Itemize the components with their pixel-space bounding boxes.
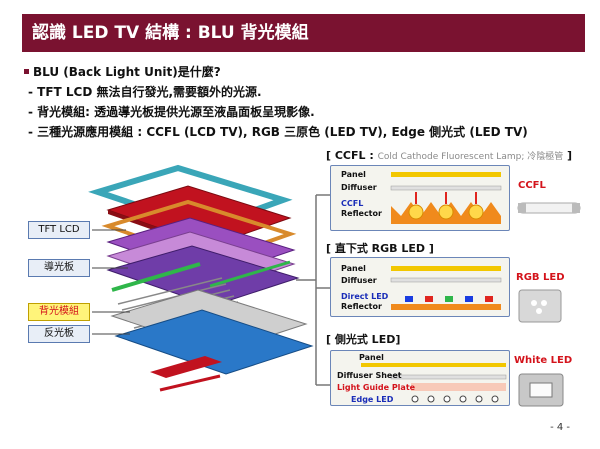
ccfl-header-end: ]	[563, 149, 573, 162]
rgb-led-green	[445, 296, 453, 302]
label-backlight-module: 背光模組	[28, 303, 90, 321]
ccfl-side-label: CCFL	[518, 180, 546, 191]
rgb-reflector-bar	[391, 304, 501, 310]
label-light-guide: 導光板	[28, 259, 90, 277]
ccfl-header: [ CCFL : Cold Cathode Fluorescent Lamp; …	[326, 149, 572, 162]
rgb-cross-section	[390, 266, 502, 310]
bullet-sub-2: - 背光模組: 透過導光板提供光源至液晶面板呈現影像.	[28, 105, 315, 119]
edge-led-2	[427, 395, 435, 403]
label-reflector-sheet: 反光板	[28, 325, 90, 343]
ccfl-panel-label: Panel	[341, 170, 366, 179]
rgb-diagram-box: Panel Diffuser Direct LED Reflector	[330, 257, 510, 317]
ccfl-lamp-3	[468, 204, 484, 220]
rgb-diffuser-bar	[390, 277, 502, 283]
ccfl-diffuser-label: Diffuser	[341, 183, 377, 192]
rgb-diffuser-label: Diffuser	[341, 276, 377, 285]
edge-diffuser-bar	[390, 374, 507, 380]
white-led-icon	[518, 373, 564, 407]
rgb-direct-label: Direct LED	[341, 292, 389, 301]
edge-led-4	[459, 395, 467, 403]
bullet-square-icon	[24, 69, 29, 74]
ccfl-cross-section	[390, 172, 502, 224]
rgb-panel-bar	[391, 266, 501, 271]
rgb-led-red-2	[485, 296, 493, 302]
ccfl-panel-bar	[391, 172, 501, 177]
edge-led-label: Edge LED	[351, 395, 394, 404]
edge-side-label: White LED	[514, 355, 573, 366]
rgb-header: [ 直下式 RGB LED ]	[326, 242, 434, 255]
edge-led-6	[491, 395, 499, 403]
ccfl-header-text: [ CCFL :	[326, 149, 378, 162]
page-number: - 4 -	[550, 422, 570, 433]
edge-cross-section	[361, 363, 507, 403]
edge-light-guide-bar	[411, 383, 506, 391]
ccfl-header-note: Cold Cathode Fluorescent Lamp; 冷陰極管	[377, 152, 564, 162]
edge-diagram-box: Panel Diffuser Sheet Light Guide Plate E…	[330, 350, 510, 406]
ccfl-light-arrows	[415, 192, 477, 204]
bottom-red-strip	[150, 356, 222, 378]
rgb-led-blue-2	[465, 296, 473, 302]
edge-led-3	[443, 395, 451, 403]
edge-panel-label: Panel	[359, 353, 384, 362]
rgb-led-blue	[405, 296, 413, 302]
rgb-side-label: RGB LED	[516, 272, 565, 283]
ccfl-lamp-2	[438, 204, 454, 220]
slide-title: 認識 LED TV 結構 : BLU 背光模組	[22, 14, 585, 52]
edge-panel-bar	[361, 363, 506, 367]
bullet-sub-3: - 三種光源應用模組 : CCFL (LCD TV), RGB 三原色 (LED…	[28, 125, 528, 139]
label-tft-lcd: TFT LCD	[28, 221, 90, 239]
ccfl-diffuser-bar	[390, 185, 502, 191]
rgb-led-module-icon	[518, 289, 562, 323]
ccfl-diagram-box: Panel Diffuser CCFL Reflector	[330, 165, 510, 231]
edge-diffuser-label: Diffuser Sheet	[337, 371, 402, 380]
ccfl-tube-icon	[517, 202, 581, 214]
edge-header: [ 側光式 LED]	[326, 333, 401, 346]
green-led-strip-2	[209, 260, 291, 288]
rgb-panel-label: Panel	[341, 264, 366, 273]
bullet-sub-1: - TFT LCD 無法自行發光,需要額外的光源.	[28, 85, 262, 99]
edge-led-5	[475, 395, 483, 403]
bullet-main: BLU (Back Light Unit)是什麼?	[24, 62, 528, 82]
bottom-red-bar	[159, 374, 221, 392]
bullet-main-text: BLU (Back Light Unit)是什麼?	[33, 65, 221, 79]
light-guide-plate-layer	[106, 245, 300, 307]
rgb-reflector-label: Reflector	[341, 302, 382, 311]
rgb-led-red	[425, 296, 433, 302]
edge-lgp-label: Light Guide Plate	[337, 383, 416, 392]
bullet-list: BLU (Back Light Unit)是什麼? - TFT LCD 無法自行…	[24, 62, 528, 142]
ccfl-reflector-label: Reflector	[341, 209, 382, 218]
green-led-strip	[111, 262, 201, 292]
edge-led-1	[411, 395, 419, 403]
ccfl-lamp-label: CCFL	[341, 199, 364, 208]
ccfl-lamp-1	[408, 204, 424, 220]
